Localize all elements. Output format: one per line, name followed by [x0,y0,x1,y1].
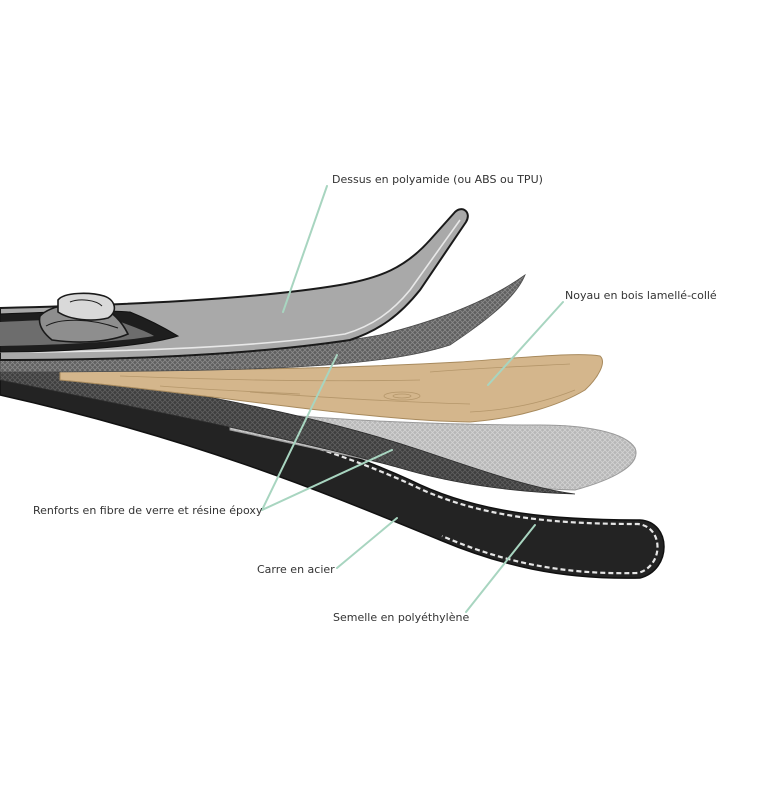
leader-base [465,524,536,613]
wood-grain [119,363,576,413]
leader-core [487,301,564,386]
leader-top [282,185,328,313]
label-base: Semelle en polyéthylène [333,611,470,624]
wood-core-layer [59,354,603,423]
label-wood-core: Noyau en bois lamellé-collé [565,289,717,302]
label-reinforcement: Renforts en fibre de verre et résine épo… [33,504,263,517]
ski-binding [38,292,130,343]
leader-lines [261,185,564,613]
label-steel-edge: Carre en acier [257,563,335,576]
leader-edge [336,517,398,569]
fiber-layer-dark [0,363,576,495]
leader-reinforcement [261,354,393,511]
label-top-sheet: Dessus en polyamide (ou ABS ou TPU) [332,173,543,186]
top-sheet-highlight [0,219,461,353]
